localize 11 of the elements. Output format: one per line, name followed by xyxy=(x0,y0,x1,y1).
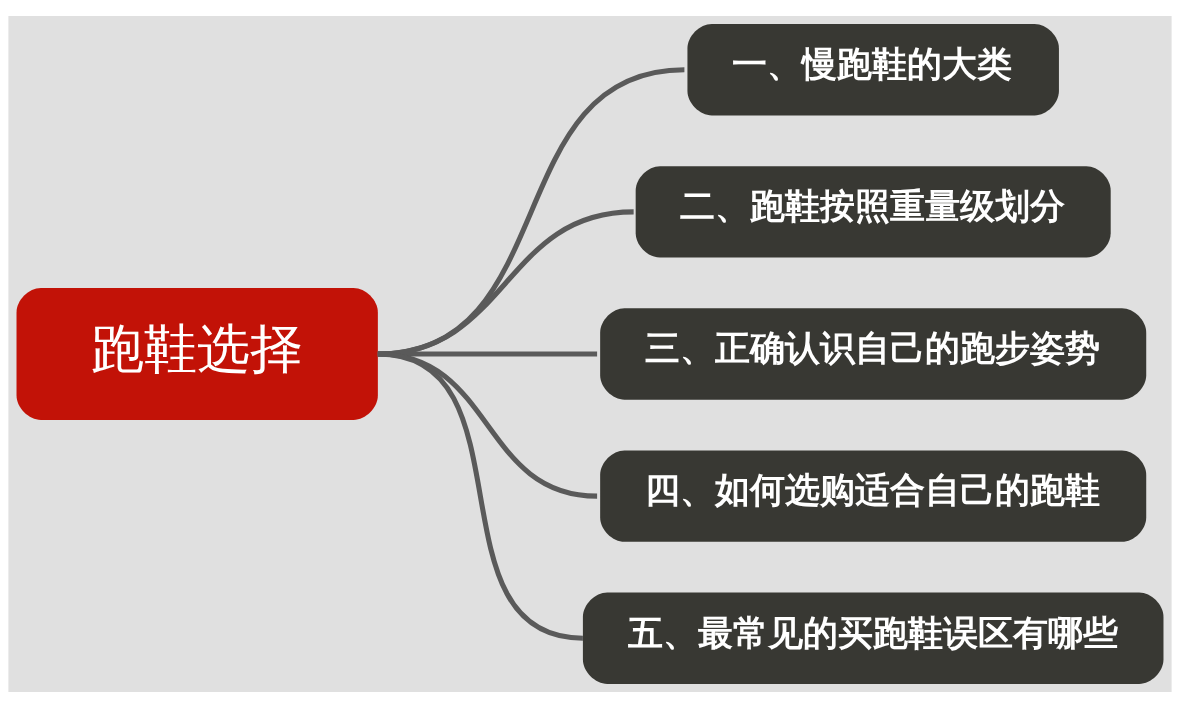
connector xyxy=(377,209,634,357)
node-box: 二、跑鞋按照重量级划分 xyxy=(635,166,1111,258)
node-box: 一、慢跑鞋的大类 xyxy=(687,24,1059,116)
connector xyxy=(377,351,584,641)
node-box: 五、最常见的买跑鞋误区有哪些 xyxy=(582,592,1164,684)
node-box: 三、正确认识自己的跑步姿势 xyxy=(600,308,1147,400)
node-box: 跑鞋选择 xyxy=(16,288,378,420)
connector xyxy=(377,67,685,357)
connector xyxy=(377,351,598,357)
node-box: 四、如何选购适合自己的跑鞋 xyxy=(600,450,1147,542)
connector xyxy=(377,351,598,499)
